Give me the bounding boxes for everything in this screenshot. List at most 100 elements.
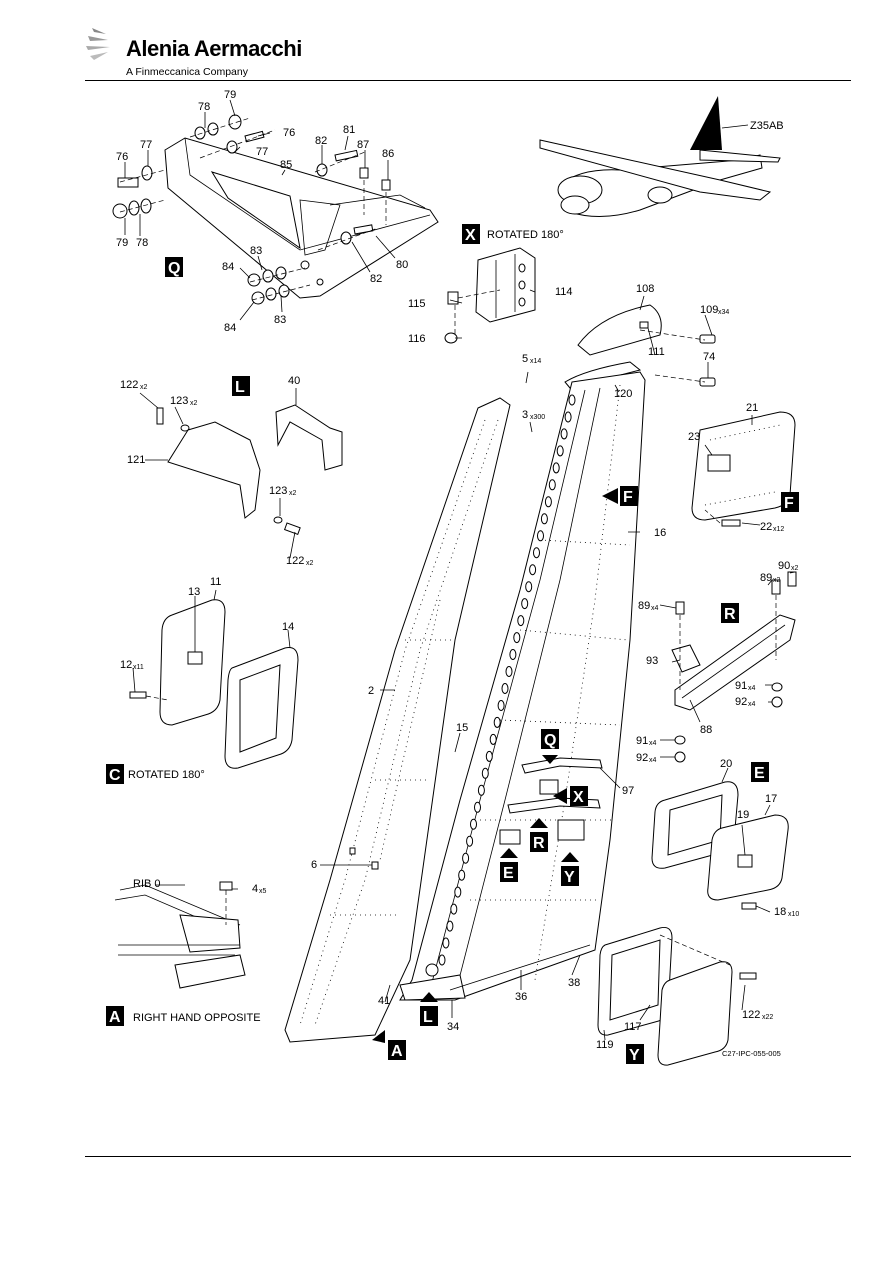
detail-x-fitting xyxy=(444,247,536,344)
view-q-letter: Q xyxy=(168,260,180,277)
view-c-letter: C xyxy=(109,767,121,784)
svg-text:85: 85 xyxy=(280,159,292,171)
svg-text:80: 80 xyxy=(396,259,408,271)
svg-text:x12: x12 xyxy=(773,526,784,533)
svg-text:21: 21 xyxy=(746,402,758,414)
view-c-marker xyxy=(106,764,124,784)
leader-lines xyxy=(124,99,796,1041)
lightening-hole xyxy=(552,462,560,474)
svg-text:2: 2 xyxy=(368,685,374,697)
fin-view-locators: Q X R E Y L A xyxy=(372,729,588,1060)
svg-text:x2: x2 xyxy=(190,400,198,407)
lightening-hole xyxy=(509,649,517,660)
logo-swoosh-icon xyxy=(86,28,110,60)
view-f-locator xyxy=(620,486,638,506)
svg-text:114: 114 xyxy=(555,286,573,298)
svg-text:76: 76 xyxy=(116,151,128,163)
svg-text:89: 89 xyxy=(760,572,772,584)
svg-text:86: 86 xyxy=(382,148,394,160)
drawing-reference-code: C27-IPC-055-005 xyxy=(722,1049,781,1058)
svg-text:109: 109 xyxy=(700,304,718,316)
svg-text:121: 121 xyxy=(127,454,145,466)
footer-rule xyxy=(85,1156,851,1157)
svg-text:92: 92 xyxy=(636,752,648,764)
svg-text:97: 97 xyxy=(622,785,634,797)
detail-a-rib-zero xyxy=(114,881,246,989)
svg-text:x34: x34 xyxy=(718,309,729,316)
svg-text:X: X xyxy=(573,789,584,806)
detail-l-brackets xyxy=(156,404,343,536)
svg-text:11: 11 xyxy=(210,576,221,588)
view-e-marker xyxy=(751,762,769,782)
svg-text:15: 15 xyxy=(456,722,468,734)
svg-text:34: 34 xyxy=(447,1021,459,1033)
svg-text:92: 92 xyxy=(735,696,747,708)
view-l-marker xyxy=(232,376,250,396)
svg-text:40: 40 xyxy=(288,375,300,387)
lightening-hole xyxy=(537,530,544,542)
lightening-hole xyxy=(517,615,525,627)
svg-text:81: 81 xyxy=(343,124,355,136)
svg-text:x2: x2 xyxy=(140,384,148,391)
svg-text:38: 38 xyxy=(568,977,580,989)
svg-text:x300: x300 xyxy=(530,414,545,421)
svg-text:x4: x4 xyxy=(748,701,756,708)
lightening-hole xyxy=(446,920,454,932)
svg-text:122: 122 xyxy=(120,379,138,391)
svg-text:116: 116 xyxy=(408,333,426,345)
svg-text:x4: x4 xyxy=(649,740,657,747)
lightening-hole xyxy=(564,411,572,423)
svg-text:19: 19 xyxy=(737,809,749,821)
lightening-hole xyxy=(533,547,540,559)
svg-text:41: 41 xyxy=(378,995,390,1007)
detail-y-access-panels xyxy=(597,927,757,1066)
svg-text:x4: x4 xyxy=(748,685,756,692)
brand-subtitle: A Finmeccanica Company xyxy=(126,66,248,78)
lightening-hole xyxy=(501,683,509,694)
svg-text:91: 91 xyxy=(735,680,747,692)
view-x-letter: X xyxy=(465,227,476,244)
svg-text:3: 3 xyxy=(522,409,528,421)
lightening-hole xyxy=(462,852,470,864)
header-rule xyxy=(85,80,851,81)
svg-text:108: 108 xyxy=(636,283,654,295)
svg-text:82: 82 xyxy=(315,135,327,147)
fin-box-structure xyxy=(399,371,646,1001)
lightening-hole xyxy=(525,581,533,593)
svg-text:x2: x2 xyxy=(289,490,297,497)
lightening-hole xyxy=(450,903,458,915)
view-l-letter: L xyxy=(235,379,245,396)
view-x-marker xyxy=(462,224,480,244)
view-y-letter: Y xyxy=(629,1047,640,1064)
view-a-caption: RIGHT HAND OPPOSITE xyxy=(133,1012,261,1024)
svg-text:23: 23 xyxy=(688,431,700,443)
svg-text:E: E xyxy=(503,865,514,882)
lightening-hole xyxy=(442,937,450,949)
svg-text:115: 115 xyxy=(408,298,426,310)
lightening-hole xyxy=(560,428,568,440)
svg-text:Q: Q xyxy=(544,732,556,749)
lightening-hole xyxy=(544,496,552,508)
svg-text:119: 119 xyxy=(596,1039,614,1051)
svg-text:74: 74 xyxy=(703,351,715,363)
svg-text:83: 83 xyxy=(250,245,262,257)
view-y-marker xyxy=(626,1044,644,1064)
view-a-letter: A xyxy=(109,1009,121,1026)
view-x-caption: ROTATED 180° xyxy=(487,229,564,241)
lightening-hole xyxy=(521,598,529,610)
svg-text:L: L xyxy=(423,1009,433,1026)
lightening-hole xyxy=(493,716,501,728)
aircraft-zone-label: Z35AB xyxy=(750,120,784,132)
lightening-hole xyxy=(481,767,489,779)
company-logo xyxy=(84,20,304,80)
svg-text:36: 36 xyxy=(515,991,527,1003)
svg-text:93: 93 xyxy=(646,655,658,667)
lightening-hole xyxy=(454,886,462,898)
rib-label: RIB 0 xyxy=(133,878,161,890)
svg-text:x22: x22 xyxy=(762,1014,773,1021)
svg-text:77: 77 xyxy=(256,146,268,158)
svg-text:122: 122 xyxy=(286,555,304,567)
detail-r-fitting xyxy=(671,571,797,763)
view-r-letter: R xyxy=(724,606,736,623)
lightening-hole xyxy=(540,513,548,525)
